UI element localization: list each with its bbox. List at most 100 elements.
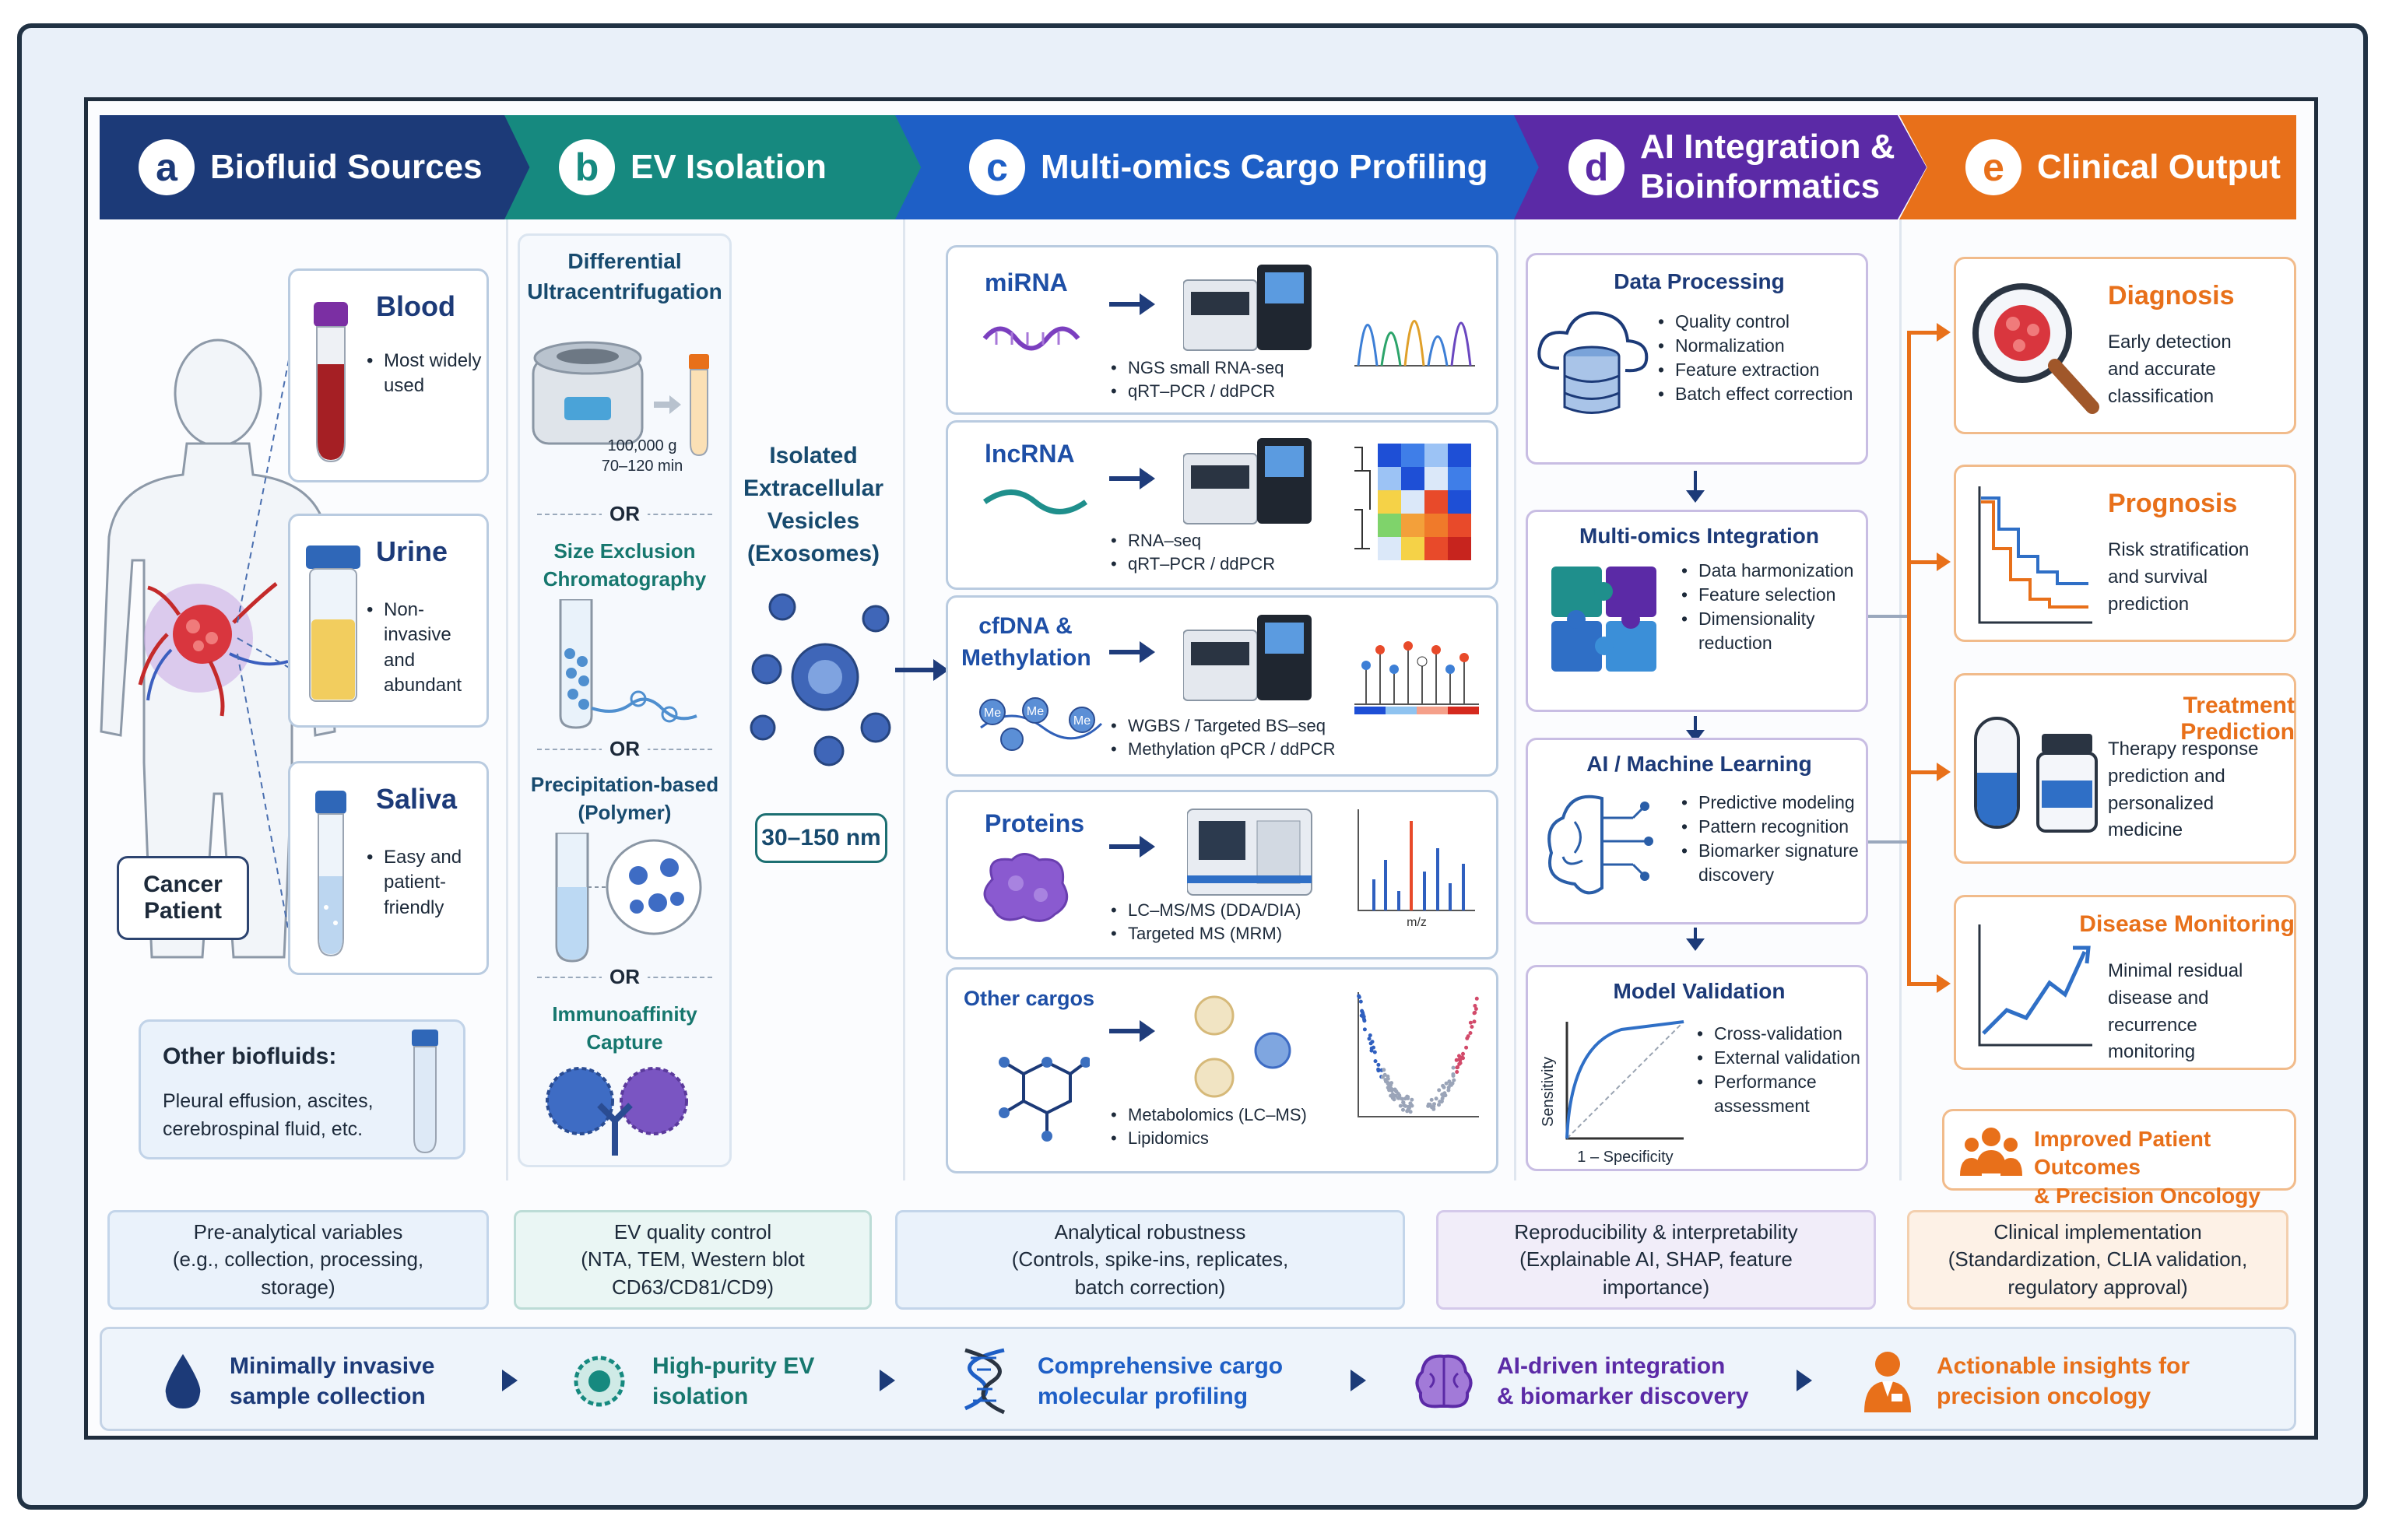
down-arrow-icon [1694, 928, 1697, 942]
volcano-point [1454, 1058, 1459, 1062]
heatmap-plot [1354, 444, 1471, 560]
cargo-title: cfDNA &Methylation [961, 613, 1091, 671]
orange-arrowhead [1937, 974, 1951, 993]
arrow-icon [1109, 468, 1155, 489]
volcano-point [1458, 1061, 1463, 1065]
volcano-point [1357, 994, 1361, 998]
vesicle-cluster-icon [1194, 995, 1291, 1098]
volcano-point [1389, 1081, 1394, 1086]
header-title: AI Integration &Bioinformatics [1640, 128, 1895, 205]
mz-label: m/z [1407, 916, 1427, 929]
saliva-tube-icon [315, 791, 346, 957]
other-biofluids-box: Other biofluids: Pleural effusion, ascit… [139, 1019, 465, 1159]
cargo-methods: LC–MS/MS (DDA/DIA)Targeted MS (MRM) [1109, 899, 1301, 945]
cargo-title: Proteins [985, 809, 1085, 837]
volcano-point [1402, 1103, 1407, 1107]
volcano-point [1437, 1103, 1441, 1107]
header-e: e Clinical Output [1899, 115, 2296, 219]
volcano-point [1368, 1033, 1372, 1037]
cargo-methods: Metabolomics (LC–MS)Lipidomics [1109, 1103, 1307, 1149]
biofluid-name: Blood [376, 290, 455, 322]
me-label: Me [1027, 705, 1044, 718]
down-arrowhead [1686, 938, 1705, 951]
outcome-text: Improved Patient Outcomes& Precision Onc… [2034, 1127, 2260, 1208]
chromatography-column-icon [559, 599, 697, 729]
orange-connector [1907, 331, 1911, 984]
down-arrowhead [1686, 490, 1705, 503]
volcano-point [1406, 1095, 1410, 1100]
blood-tube-icon [314, 302, 348, 463]
bioinfo-items: Data harmonizationFeature selectionDimen… [1680, 559, 1866, 655]
exosome-cluster-icon [750, 593, 891, 766]
volcano-point [1446, 1088, 1451, 1093]
biofluid-name: Saliva [376, 783, 458, 815]
volcano-point [1451, 1065, 1456, 1070]
volcano-point [1410, 1103, 1414, 1108]
sequencer-icon [1183, 438, 1312, 524]
roc-y-label: Sensitivity [1540, 1057, 1557, 1127]
header-letter: e [1965, 139, 2021, 195]
biofluid-name: Urine [376, 535, 448, 567]
note-box-reproducibility: Reproducibility & interpretability(Expla… [1436, 1210, 1876, 1310]
down-arrow-icon [1694, 716, 1697, 733]
patients-group-icon [1960, 1128, 2022, 1176]
bioinfo-box-validation: Model Validation Sensitivity 1 – Specifi… [1526, 965, 1868, 1171]
volcano-point [1468, 1020, 1473, 1025]
bioinfo-box-data-processing: Data Processing Quality controlNormaliza… [1526, 253, 1868, 465]
volcano-point [1473, 1007, 1478, 1011]
centrifuge-icon [532, 341, 709, 457]
note-box-analytical: Analytical robustness(Controls, spike-in… [895, 1210, 1405, 1310]
volcano-point [1387, 1088, 1392, 1093]
volcano-point [1455, 1070, 1459, 1074]
ai-brain-icon [1547, 795, 1653, 895]
tube-icon [412, 1030, 438, 1154]
volcano-point [1474, 996, 1479, 1001]
volcano-point [1439, 1099, 1444, 1103]
arrow-icon [1109, 641, 1155, 663]
connector-line [1868, 840, 1907, 844]
volcano-point [1396, 1092, 1400, 1096]
vesicle-icon [574, 1356, 625, 1407]
bioinfo-items: Cross-validationExternal validationPerfo… [1695, 1022, 1866, 1118]
dna-icon [964, 1348, 1006, 1415]
volcano-point [1376, 1068, 1381, 1073]
volcano-point [1392, 1097, 1396, 1102]
orange-connector [1907, 331, 1938, 335]
clinical-title: Diagnosis [2108, 281, 2235, 310]
cargo-methods: WGBS / Targeted BS–seqMethylation qPCR /… [1109, 714, 1336, 760]
column-divider [1899, 219, 1902, 1180]
header-a: a Biofluid Sources [100, 115, 536, 219]
note-box-ev-qc: EV quality control(NTA, TEM, Western blo… [514, 1210, 872, 1310]
column-divider [506, 219, 508, 1180]
volcano-point [1362, 1019, 1367, 1023]
human-silhouette-icon [100, 339, 336, 959]
arrow-icon [1109, 293, 1155, 315]
bioinfo-items: Predictive modelingPattern recognitionBi… [1680, 791, 1866, 887]
volcano-point [1398, 1103, 1403, 1108]
protein-blob-icon [983, 853, 1069, 922]
volcano-point [1408, 1110, 1413, 1114]
header-title: EV Isolation [630, 147, 827, 186]
header-letter: a [139, 139, 195, 195]
immunoaffinity-icon [546, 1067, 688, 1156]
volcano-point [1452, 1078, 1456, 1082]
note-box-clinical: Clinical implementation(Standardization,… [1907, 1210, 2288, 1310]
volcano-point [1362, 1027, 1367, 1032]
volcano-point [1464, 1045, 1469, 1050]
volcano-point [1429, 1097, 1434, 1102]
other-biofluids-title: Other biofluids: [163, 1044, 337, 1069]
connector-line [1868, 615, 1907, 618]
